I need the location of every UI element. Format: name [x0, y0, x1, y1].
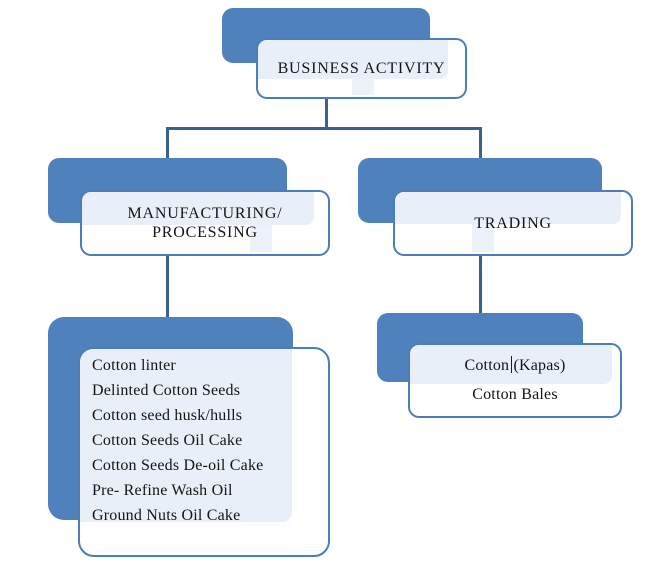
- product-item: Ground Nuts Oil Cake: [92, 507, 241, 524]
- node-band: [82, 192, 314, 225]
- node-box: MANUFACTURING/ PROCESSING: [80, 190, 330, 256]
- node-box: Cotton linter Delinted Cotton Seeds Cott…: [78, 347, 330, 557]
- connector-left-drop: [166, 127, 169, 160]
- node-box: TRADING: [393, 190, 633, 256]
- connector-trading-to-list: [479, 254, 482, 314]
- node-label: TRADING: [474, 214, 552, 232]
- node-box: BUSINESS ACTIVITY: [256, 38, 467, 99]
- connector-root-down: [325, 97, 328, 129]
- node-label-line1: MANUFACTURING/: [127, 205, 283, 222]
- node-strip: [472, 224, 494, 252]
- product-item: Cotton Bales: [472, 386, 558, 403]
- product-item: Cotton Seeds De-oil Cake: [92, 457, 264, 474]
- connector-right-drop: [479, 127, 482, 160]
- node-label: BUSINESS ACTIVITY: [277, 60, 446, 77]
- product-item: Pre- Refine Wash Oil: [92, 482, 233, 499]
- node-strip: [352, 79, 374, 95]
- product-item: Cotton linter: [92, 357, 176, 374]
- product-item: Delinted Cotton Seeds: [92, 382, 241, 399]
- connector-manufacturing-to-list: [166, 254, 169, 318]
- node-band: [80, 349, 292, 522]
- node-band: [395, 192, 621, 224]
- node-label-line2: PROCESSING: [152, 224, 258, 241]
- node-box: Cotton (Kapas) Cotton Bales: [408, 343, 622, 418]
- product-item: Cotton seed husk/hulls: [92, 407, 243, 424]
- product-item: Cotton Seeds Oil Cake: [92, 432, 243, 449]
- connector-horizontal: [166, 127, 482, 130]
- product-list: Cotton linter Delinted Cotton Seeds Cott…: [80, 349, 328, 528]
- product-list: Cotton (Kapas) Cotton Bales: [464, 345, 565, 409]
- product-item: Cotton (Kapas): [464, 357, 566, 374]
- node-band: [258, 40, 448, 79]
- node-label: MANUFACTURING/ PROCESSING: [128, 204, 283, 242]
- text-cursor: [511, 356, 512, 373]
- node-strip: [250, 225, 272, 252]
